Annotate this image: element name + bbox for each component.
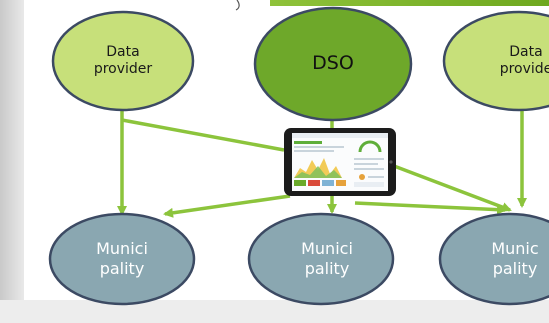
top-green-band bbox=[270, 0, 549, 6]
municipality-right-line2: pality bbox=[492, 259, 538, 278]
provider-left-label: Data provider bbox=[73, 36, 173, 86]
top-connector bbox=[235, 0, 240, 11]
provider-right-line2: provide bbox=[499, 61, 549, 77]
municipality-center-label: Munici pality bbox=[277, 234, 377, 284]
dso-text: DSO bbox=[312, 52, 354, 75]
municipality-left-line1: Munici bbox=[96, 239, 148, 258]
provider-left-line1: Data bbox=[106, 43, 140, 60]
arrow-tablet-to-municipality-left bbox=[163, 194, 291, 218]
municipality-right-line1: Munic bbox=[491, 239, 539, 258]
node-dso bbox=[253, 6, 413, 122]
node-municipality-left bbox=[48, 212, 196, 306]
arrow-provider-left-to-tablet bbox=[121, 118, 285, 152]
provider-right-label: Data provide bbox=[476, 36, 549, 86]
provider-left-line2: provider bbox=[93, 61, 153, 77]
arrow-tablet-to-municipality-right-diag bbox=[393, 164, 512, 212]
municipality-center-line2: pality bbox=[304, 259, 350, 278]
node-municipality-center bbox=[247, 212, 395, 306]
municipality-left-line2: pality bbox=[99, 259, 145, 278]
dso-label: DSO bbox=[283, 44, 383, 84]
municipality-left-label: Munici pality bbox=[72, 234, 172, 284]
node-municipality-right bbox=[438, 212, 549, 306]
left-gray-band bbox=[0, 0, 24, 323]
municipality-right-label: Munic pality bbox=[475, 234, 549, 284]
node-provider-right bbox=[442, 10, 549, 112]
arrow-tablet-to-municipality-right bbox=[354, 201, 507, 215]
node-provider-left bbox=[51, 10, 195, 112]
municipality-center-line1: Munici bbox=[301, 239, 353, 258]
bottom-gray-band bbox=[0, 300, 549, 323]
provider-right-line1: Data bbox=[509, 43, 543, 60]
tablet-dashboard-icon bbox=[284, 128, 396, 196]
